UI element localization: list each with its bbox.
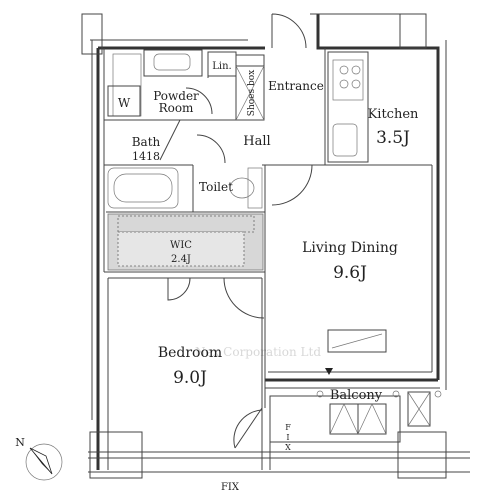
bath-size: 1418	[132, 150, 160, 163]
shoes-box-label: Shoes box	[247, 70, 257, 116]
doors	[159, 13, 313, 449]
compass: N	[15, 436, 63, 481]
fix-vertical-label-i: I	[286, 433, 289, 442]
washer-box: W	[107, 85, 141, 117]
hall-label: Hall	[243, 134, 270, 149]
toilet-fixtures	[229, 167, 263, 209]
entrance-label: Entrance	[268, 79, 324, 93]
fix-vertical-label-f: F	[285, 423, 291, 432]
tv-unit	[327, 329, 387, 353]
powder-room-label-2: Room	[159, 101, 194, 115]
wic-size: 2.4J	[171, 254, 191, 265]
toilet-label: Toilet	[199, 180, 233, 194]
linen-closet: Lin.	[207, 51, 237, 77]
wic-area	[107, 213, 264, 271]
kitchen-size: 3.5J	[376, 128, 410, 148]
bath-fixtures	[107, 167, 179, 209]
entry-marker-icon	[325, 368, 333, 375]
fix-bottom-label: FIX	[221, 482, 240, 493]
balcony-label: Balcony	[330, 388, 383, 403]
wic-label: WIC	[170, 240, 192, 251]
bedroom-label: Bedroom	[158, 345, 222, 361]
shoes-box: Shoes box	[235, 65, 265, 121]
fix-windows	[88, 408, 470, 473]
balcony	[269, 368, 442, 443]
washer-label: W	[118, 96, 131, 110]
kitchen-fixtures	[327, 51, 369, 163]
interior-walls	[103, 48, 433, 470]
bath-label: Bath	[132, 135, 161, 149]
outer-walls	[81, 13, 447, 479]
fix-vertical-label-x: X	[285, 443, 291, 452]
living-dining-size: 9.6J	[333, 263, 367, 283]
watermark: Nex Corporation Ltd	[195, 345, 321, 359]
room-labels: Powder Room Entrance Kitchen 3.5J Bath 1…	[132, 79, 419, 493]
powder-room-fixtures	[112, 49, 203, 117]
living-dining-label: Living Dining	[302, 240, 398, 256]
kitchen-label: Kitchen	[368, 107, 419, 122]
powder-room-label-1: Powder	[153, 89, 199, 103]
linen-label: Lin.	[212, 61, 231, 72]
bedroom-size: 9.0J	[173, 368, 207, 388]
compass-north-label: N	[15, 436, 25, 449]
